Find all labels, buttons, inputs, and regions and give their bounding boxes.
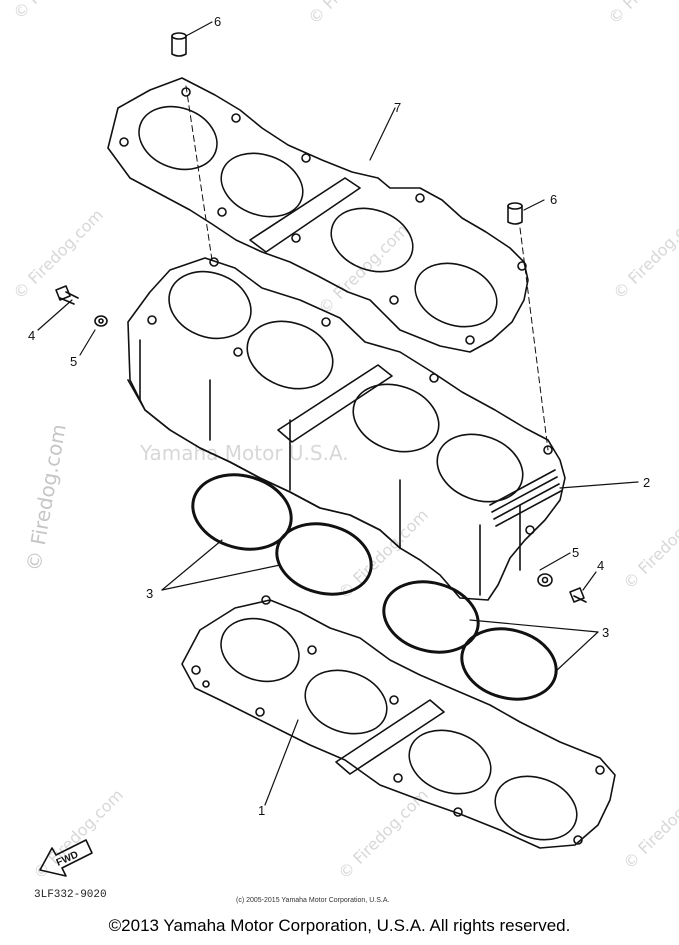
alignment-lines	[185, 85, 549, 451]
small-copyright: (c) 2005-2015 Yamaha Motor Corporation, …	[236, 897, 389, 904]
side-watermark: © Firedog.com	[21, 422, 70, 573]
bolts-and-washers	[55, 285, 587, 603]
o-rings	[191, 473, 558, 701]
diagram-code: 3LF332-9020	[34, 889, 107, 901]
watermark-tile: © Firedog.com	[604, 0, 679, 28]
part-label-3: 3	[602, 625, 609, 640]
part-number-labels: 6 7 6 4 5 2 5 4 3 3 1 FWD 3LF332-9020 (c…	[28, 14, 650, 904]
part-label-5: 5	[70, 354, 77, 369]
watermark-center: Yamaha Motor U.S.A.	[139, 441, 349, 465]
watermark-tile: © Firedog.com	[9, 205, 107, 303]
fwd-arrow	[39, 839, 93, 877]
leader-lines	[37, 21, 639, 806]
part-label-5: 5	[572, 545, 579, 560]
part-label-4: 4	[597, 558, 604, 573]
part-label-2: 2	[643, 475, 650, 490]
watermark-tile: © Firedog.com	[9, 0, 107, 23]
watermark-tile: © Firedog.com	[609, 205, 679, 303]
dowel-pins	[171, 32, 523, 225]
part-label-6: 6	[214, 14, 221, 29]
part-label-3: 3	[146, 586, 153, 601]
watermark-tile: © Firedog.com	[29, 785, 127, 883]
part-label-6: 6	[550, 192, 557, 207]
part-label-7: 7	[394, 100, 401, 115]
part-label-4: 4	[28, 328, 35, 343]
watermark-tile: © Firedog.com	[334, 505, 432, 603]
watermark-tiles: © Firedog.com © Firedog.com © Firedog.co…	[9, 0, 679, 883]
copyright-footer: ©2013 Yamaha Motor Corporation, U.S.A. A…	[108, 916, 571, 935]
base-gasket	[181, 595, 616, 849]
part-label-1: 1	[258, 803, 265, 818]
cylinder-block	[127, 257, 566, 601]
watermark-tile: © Firedog.com	[334, 785, 432, 883]
watermark-tile: © Firedog.com	[619, 775, 679, 873]
watermark-tile: © Firedog.com	[619, 495, 679, 593]
watermark-tile: © Firedog.com	[304, 0, 402, 28]
